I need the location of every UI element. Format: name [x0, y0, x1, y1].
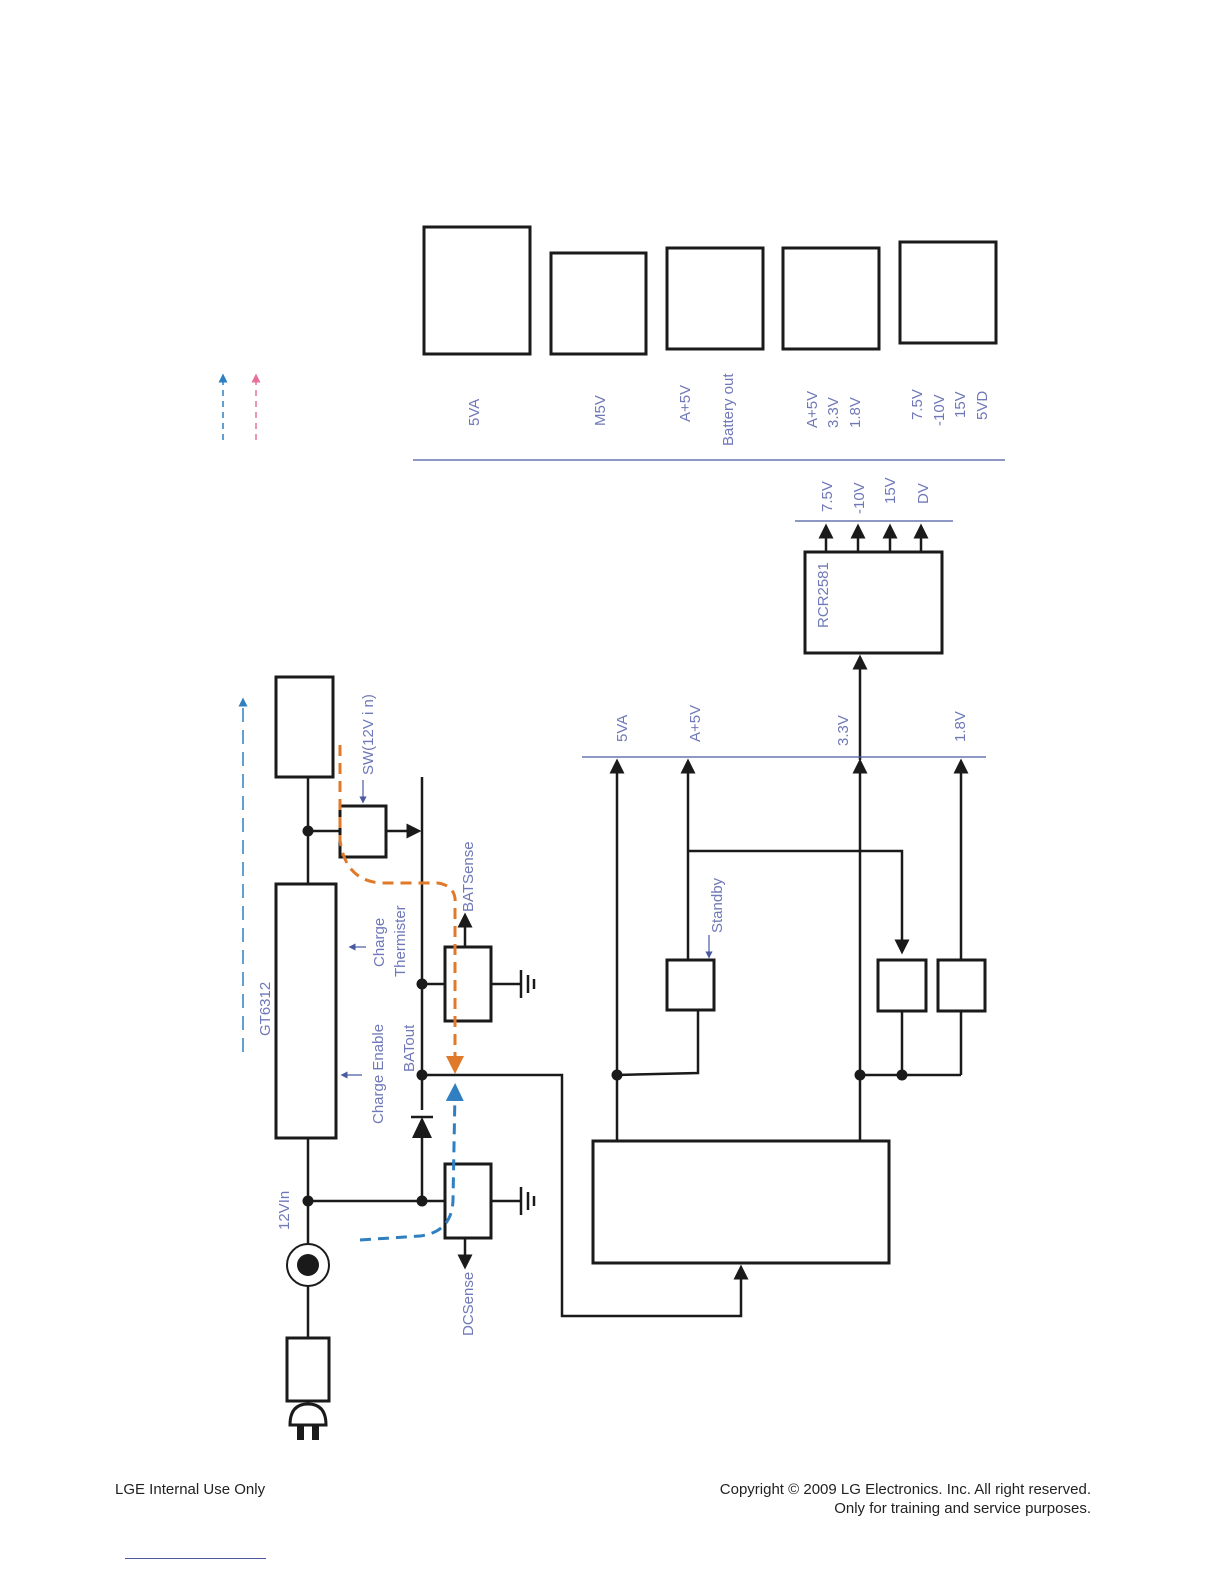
output-labels: 5VA M5V A+5V Battery out A+5V 3.3V 1.8V …: [466, 373, 991, 446]
output-box-3: [665, 246, 765, 351]
junction-sw: [302, 825, 314, 837]
bat-out-label: BATout: [401, 1024, 418, 1072]
main-rails: 5VA A+5V 3.3V 1.8V Standby: [420, 705, 987, 1318]
output-label-neg10v: -10V: [931, 394, 948, 426]
rcr-out-15v: 15V: [882, 477, 899, 504]
footer-right-line2: Only for training and service purposes.: [834, 1500, 1091, 1517]
output-label-5vd: 5VD: [974, 391, 991, 420]
rail-wire-a5v-branch: [688, 849, 910, 955]
rcr-out-dv: DV: [915, 483, 932, 504]
junction-batsense: [416, 978, 428, 990]
standby-to-5va-wire: [616, 1010, 700, 1077]
output-box-4: [781, 246, 881, 351]
bat-sense-box: [443, 945, 493, 1023]
output-box-5: [898, 240, 998, 345]
ground-icon: [491, 1187, 536, 1215]
charge-thermister-line2: Thermister: [392, 905, 409, 977]
rcr-label: RCR2581: [815, 562, 832, 628]
output-label-a5v-2: A+5V: [804, 391, 821, 428]
output-boxes: [422, 225, 998, 356]
standby-label: Standby: [709, 877, 726, 933]
sw-label: SW(12V i n): [360, 694, 377, 775]
charge-path-arrow: [338, 745, 464, 1074]
junction-dc: [416, 1195, 428, 1207]
charge-thermister-line1: Charge: [371, 918, 388, 967]
dc-path-arrow: [359, 1083, 464, 1242]
footer-rule: [125, 1558, 266, 1559]
output-label-m5v: M5V: [592, 395, 609, 426]
output-label-battery-out: Battery out: [720, 373, 737, 446]
output-label-1v8: 1.8V: [847, 397, 864, 428]
charging-section: SW(12V i n) GT6312 Charge Thermister Cha…: [238, 675, 536, 1440]
dc-jack-icon: [286, 1243, 330, 1287]
output-box-1: [422, 225, 532, 356]
output-label-5va: 5VA: [466, 399, 483, 426]
battery-to-converter-wire: [420, 1073, 749, 1318]
rcr-out-7v5: 7.5V: [819, 481, 836, 512]
junction-3v3: [854, 1069, 866, 1081]
charger-ic-box: [274, 882, 338, 1140]
standby-regulator-box: [665, 958, 716, 1012]
output-label-15v: 15V: [952, 391, 969, 418]
dc-sense-label: DCSense: [460, 1272, 477, 1336]
sw-box: [338, 804, 388, 859]
adapter-box: [285, 1336, 331, 1403]
rail-label-1v8: 1.8V: [952, 711, 969, 742]
legend: [218, 373, 261, 440]
system-box: [274, 675, 335, 779]
charger-ic-label: GT6312: [257, 982, 274, 1036]
rail-label-a5v: A+5V: [687, 705, 704, 742]
input-12v-label: 12VIn: [276, 1191, 293, 1230]
junction-batout: [416, 1069, 428, 1081]
output-label-7v5: 7.5V: [909, 389, 926, 420]
footer-left: LGE Internal Use Only: [115, 1481, 266, 1498]
bat-sense-label: BATSense: [460, 841, 477, 912]
rail-label-3v3: 3.3V: [835, 715, 852, 746]
ldo-box-1: [876, 958, 928, 1013]
output-box-2: [549, 251, 648, 356]
rcr-out-neg10v: -10V: [851, 482, 868, 514]
main-converter-box: [591, 1139, 891, 1265]
rcr-block: 7.5V -10V 15V DV RCR2581: [795, 477, 953, 760]
junction-ldo: [896, 1069, 908, 1081]
footer-right-line1: Copyright © 2009 LG Electronics. Inc. Al…: [719, 1481, 1091, 1498]
output-label-3v3: 3.3V: [825, 397, 842, 428]
charge-enable-label: Charge Enable: [370, 1024, 387, 1124]
diode-icon: [411, 1115, 433, 1138]
output-label-a5v: A+5V: [677, 385, 694, 422]
plug-icon: [288, 1402, 328, 1440]
rail-label-5va: 5VA: [614, 715, 631, 742]
ground-icon: [491, 970, 536, 998]
junction-5va: [611, 1069, 623, 1081]
rcr-box: [803, 550, 944, 655]
ldo-box-2: [936, 958, 987, 1013]
